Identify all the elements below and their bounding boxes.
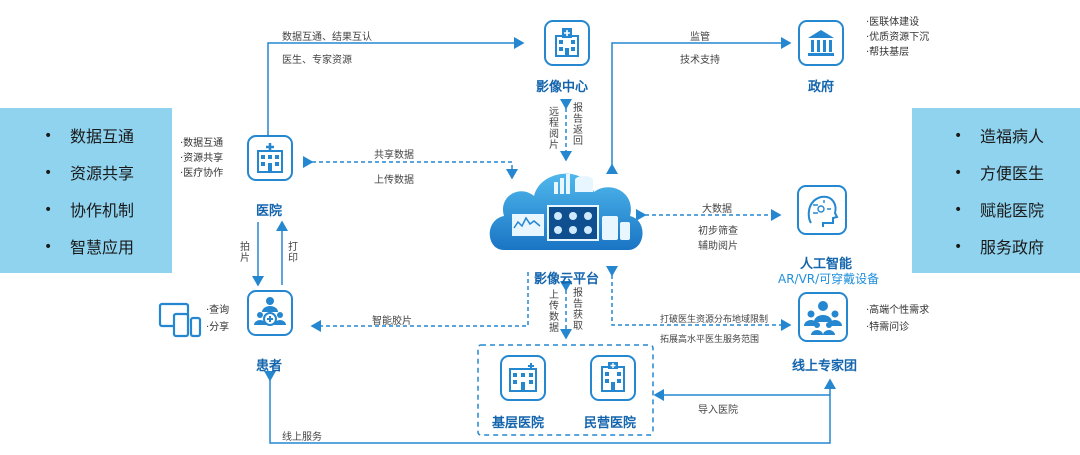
cloud-platform-title: 影像云平台 [534, 272, 600, 287]
right-panel-item: •造福病人 [954, 127, 1045, 146]
label-assist-read: 辅助阅片 [698, 241, 738, 252]
label-import-hospital: 导入医院 [698, 405, 738, 416]
government-icon [798, 20, 844, 66]
mobile-devices-icon [158, 300, 202, 344]
right-summary-panel: •造福病人 •方便医生 •赋能医院 •服务政府 [912, 108, 1080, 273]
left-panel-item: •资源共享 [44, 164, 135, 183]
ai-subtitle: AR/VR/可穿戴设备 [778, 272, 880, 286]
right-panel-item: •方便医生 [954, 164, 1045, 183]
label-supervise: 监管 [690, 32, 710, 43]
label-smart-film: 智能胶片 [372, 316, 412, 327]
imaging-center-title: 影像中心 [536, 80, 589, 95]
private-hospital-icon [590, 355, 636, 401]
government-notes: ·医联体建设 ·优质资源下沉 ·帮扶基层 [866, 17, 930, 58]
hospital-title: 医院 [256, 204, 283, 219]
label-print: 打印 [288, 242, 298, 264]
left-panel-item: •数据互通 [44, 127, 135, 146]
hospital-notes: ·数据互通 ·资源共享 ·医疗协作 [180, 138, 224, 179]
expert-team-icon [798, 292, 848, 342]
patient-notes: ·查询 ·分享 [206, 305, 230, 333]
label-remote-read: 远程阅片 [549, 107, 559, 151]
patient-title: 患者 [256, 359, 283, 374]
right-panel-item: •服务政府 [954, 238, 1045, 257]
left-panel-item: •协作机制 [44, 201, 135, 220]
government-title: 政府 [808, 80, 835, 95]
patient-icon [247, 290, 293, 336]
label-data-interop: 数据互通、结果互认 [282, 32, 372, 43]
right-panel-item: •赋能医院 [954, 201, 1045, 220]
label-big-data: 大数据 [702, 204, 732, 215]
label-tech-support: 技术支持 [680, 55, 720, 66]
imaging-center-icon [544, 20, 590, 66]
expert-team-title: 线上专家团 [792, 359, 858, 374]
label-upload-data-vertical: 上传数据 [549, 290, 559, 334]
label-share-data: 共享数据 [374, 150, 414, 161]
primary-hospital-title: 基层医院 [492, 416, 545, 431]
ai-icon [797, 185, 847, 235]
private-hospital-title: 民营医院 [584, 416, 637, 431]
primary-hospital-icon [500, 355, 546, 401]
ai-title: 人工智能 [800, 257, 853, 272]
label-report-get: 报告获取 [573, 288, 583, 332]
label-prescreen: 初步筛查 [698, 226, 738, 237]
label-online-service: 线上服务 [282, 432, 322, 443]
label-photo: 拍片 [240, 242, 250, 264]
label-break-limit: 打破医生资源分布地域限制 [660, 315, 769, 325]
cloud-platform-icon [484, 158, 649, 258]
expert-team-notes: ·高端个性需求 ·特需问诊 [866, 305, 930, 333]
left-summary-panel: •数据互通 •资源共享 •协作机制 •智慧应用 [0, 108, 172, 273]
left-panel-item: •智慧应用 [44, 238, 135, 257]
label-report-return: 报告返回 [573, 103, 583, 147]
label-expand-range: 拓展高水平医生服务范围 [660, 335, 760, 345]
hospital-icon [247, 135, 293, 181]
label-upload-data: 上传数据 [374, 175, 414, 186]
label-doctor-resources: 医生、专家资源 [282, 55, 352, 66]
